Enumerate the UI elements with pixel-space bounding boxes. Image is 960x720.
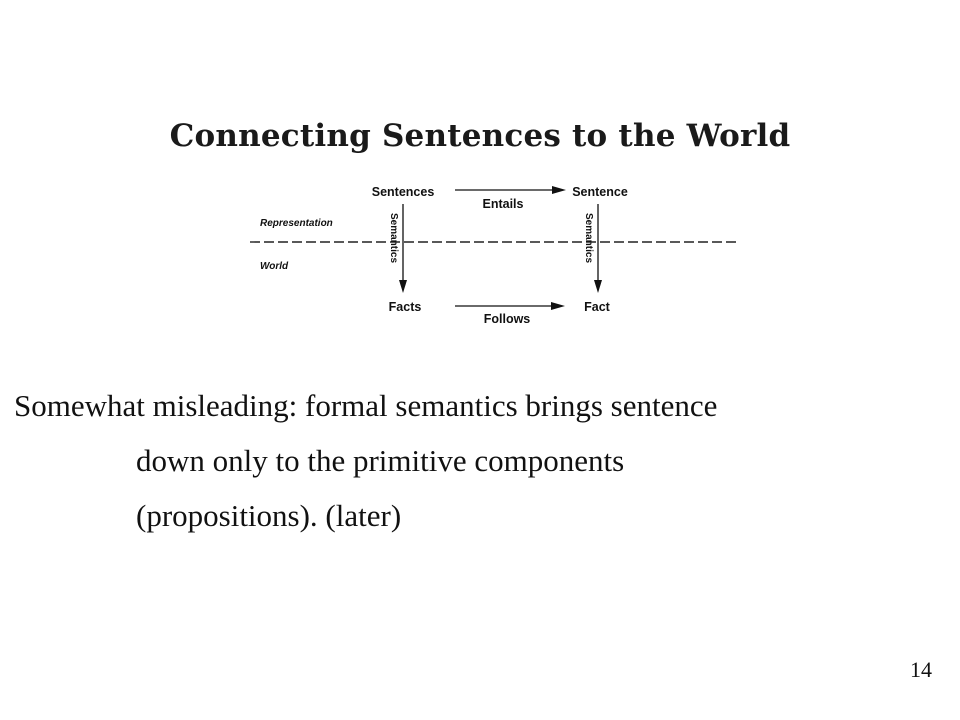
left-semantics-arrow — [399, 204, 407, 293]
entails-label: Entails — [483, 197, 524, 211]
left-semantics-label: Semantics — [388, 213, 399, 263]
page-number: 14 — [910, 657, 932, 682]
follows-label: Follows — [484, 312, 531, 326]
representation-label: Representation — [260, 218, 333, 229]
right-semantics-arrow — [594, 204, 602, 293]
body-line-2: down only to the primitive components — [136, 443, 625, 478]
right-semantics-label: Semantics — [583, 213, 594, 263]
slide-title: Connecting Sentences to the World — [169, 118, 791, 154]
diagram-node-facts: Facts — [389, 300, 422, 314]
body-line-1: Somewhat misleading: formal semantics br… — [14, 388, 718, 423]
world-label: World — [260, 261, 289, 272]
entails-arrow — [455, 186, 566, 194]
diagram-node-fact: Fact — [584, 300, 611, 314]
follows-arrow — [455, 302, 565, 310]
diagram-node-sentences: Sentences — [372, 185, 435, 199]
diagram-node-sentence: Sentence — [572, 185, 628, 199]
body-line-3: (propositions). (later) — [136, 498, 402, 533]
body-text: Somewhat misleading: formal semantics br… — [14, 378, 914, 543]
